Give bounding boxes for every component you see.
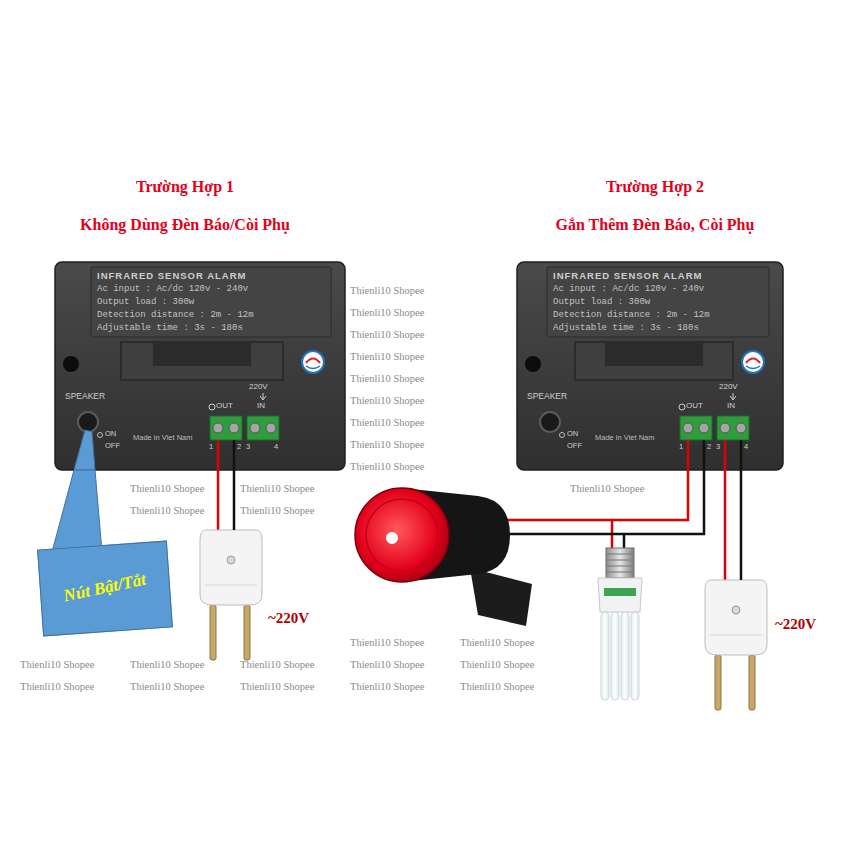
watermark: Thienli10 Shopee — [20, 659, 94, 671]
watermark: Thienli10 Shopee — [350, 659, 424, 671]
switch-label: OFF — [567, 442, 582, 450]
sensor-device: INFRARED SENSOR ALARM Ac input : Ac/dc 12… — [517, 262, 783, 470]
voltage-mark: 220V — [719, 383, 738, 392]
callout-pointer — [52, 470, 102, 552]
plug-symbol — [705, 580, 767, 710]
terminal-label: IN — [727, 402, 735, 411]
speaker-label: SPEAKER — [65, 392, 105, 401]
spec-line: Output load : 300w — [553, 298, 650, 308]
case-heading: Không Dùng Đèn Báo/Còi Phụ — [30, 216, 340, 234]
sensor-device: INFRARED SENSOR ALARM Ac input : Ac/dc 12… — [55, 262, 345, 470]
red-wire — [724, 470, 727, 580]
watermark: Thienli10 Shopee — [350, 373, 424, 385]
spec-line: Ac input : Ac/dc 120v - 240v — [553, 285, 704, 295]
case-heading: Trường Hợp 1 — [30, 178, 340, 196]
watermark: Thienli10 Shopee — [350, 395, 424, 407]
pin-number: 2 — [237, 443, 241, 451]
lamp-symbol — [598, 548, 642, 700]
pin-number: 4 — [274, 443, 278, 451]
watermark: Thienli10 Shopee — [240, 681, 314, 693]
watermark: Thienli10 Shopee — [130, 483, 204, 495]
siren-symbol — [355, 488, 532, 626]
watermark: Thienli10 Shopee — [350, 351, 424, 363]
spec-line: Detection distance : 2m - 12m — [97, 311, 254, 321]
pin-number: 3 — [716, 443, 720, 451]
watermark: Thienli10 Shopee — [130, 659, 204, 671]
watermark: Thienli10 Shopee — [240, 659, 314, 671]
watermark: Thienli10 Shopee — [240, 505, 314, 517]
watermark: Thienli10 Shopee — [350, 461, 424, 473]
switch-label: ON — [567, 430, 578, 438]
watermark: Thienli10 Shopee — [460, 681, 534, 693]
wire-connector — [740, 470, 743, 580]
pin-number: 1 — [209, 443, 213, 451]
device-title: INFRARED SENSOR ALARM — [553, 271, 702, 281]
red-wire — [217, 470, 220, 530]
pin-number: 3 — [246, 443, 250, 451]
case-heading: Gắn Thêm Đèn Báo, Còi Phụ — [495, 216, 815, 234]
case-heading: Trường Hợp 2 — [495, 178, 815, 196]
power-plug: ~220V — [200, 530, 262, 660]
switch-label: OFF — [105, 442, 120, 450]
watermark: Thienli10 Shopee — [350, 439, 424, 451]
callout-text: Nút Bật/Tắt — [62, 571, 148, 607]
pin-number: 4 — [744, 443, 748, 451]
watermark: Thienli10 Shopee — [350, 637, 424, 649]
power-plug: ~220V — [705, 580, 767, 710]
device-title: INFRARED SENSOR ALARM — [97, 271, 246, 281]
watermark: Thienli10 Shopee — [130, 505, 204, 517]
voltage-mark: 220V — [249, 383, 268, 392]
sensor-device — [517, 262, 783, 470]
watermark: Thienli10 Shopee — [20, 681, 94, 693]
watermark: Thienli10 Shopee — [570, 483, 644, 495]
spec-line: Detection distance : 2m - 12m — [553, 311, 710, 321]
terminal-label: OUT — [216, 402, 233, 411]
terminal-label: IN — [257, 402, 265, 411]
switch-label: ON — [105, 430, 116, 438]
watermark: Thienli10 Shopee — [350, 307, 424, 319]
red-wire — [505, 470, 688, 550]
spec-line: Adjustable time : 3s - 180s — [97, 324, 243, 334]
watermark: Thienli10 Shopee — [460, 637, 534, 649]
watermark: Thienli10 Shopee — [240, 483, 314, 495]
pin-number: 2 — [707, 443, 711, 451]
watermark: Thienli10 Shopee — [460, 659, 534, 671]
voltage-label: ~220V — [775, 616, 816, 633]
watermark: Thienli10 Shopee — [350, 329, 424, 341]
plug-symbol — [200, 530, 262, 660]
spec-line: Ac input : Ac/dc 120v - 240v — [97, 285, 248, 295]
watermark: Thienli10 Shopee — [130, 681, 204, 693]
maker-note: Made in Viet Nam — [595, 434, 654, 442]
watermark: Thienli10 Shopee — [350, 417, 424, 429]
watermark: Thienli10 Shopee — [350, 285, 424, 297]
sensor-device — [55, 262, 345, 470]
callout-box: Nút Bật/Tắt — [37, 541, 173, 637]
spec-line: Adjustable time : 3s - 180s — [553, 324, 699, 334]
wire-connector — [233, 470, 236, 530]
pin-number: 1 — [679, 443, 683, 451]
maker-note: Made in Viet Nam — [133, 434, 192, 442]
terminal-label: OUT — [686, 402, 703, 411]
watermark: Thienli10 Shopee — [350, 681, 424, 693]
black-wire — [505, 470, 704, 550]
voltage-label: ~220V — [268, 610, 309, 627]
spec-line: Output load : 300w — [97, 298, 194, 308]
speaker-label: SPEAKER — [527, 392, 567, 401]
